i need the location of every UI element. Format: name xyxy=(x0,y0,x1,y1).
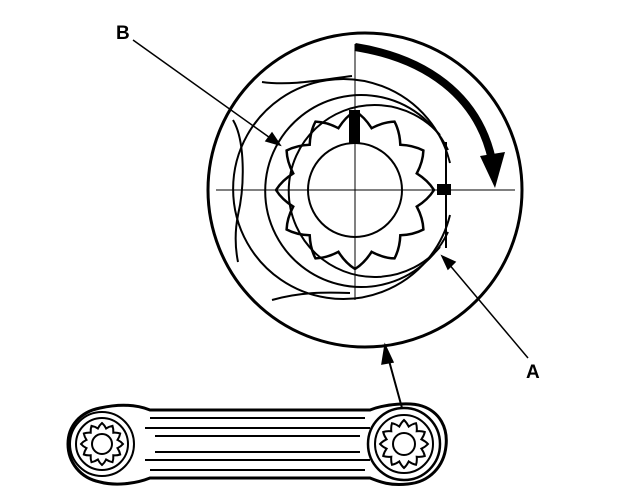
rod-right-bore xyxy=(392,432,416,456)
rotation-arrow-shaft xyxy=(354,43,496,161)
bore-outer-ring xyxy=(232,78,451,300)
rod-right-end-inner xyxy=(374,414,434,474)
bore-inner-ring xyxy=(287,104,441,278)
leader-arrowhead-b xyxy=(264,131,282,147)
rod-left-bore xyxy=(91,433,113,455)
detail-link-line xyxy=(387,356,403,409)
magnified-detail-view xyxy=(206,31,524,349)
rod-left-end-outer xyxy=(69,411,135,477)
detail-link-arrowhead xyxy=(381,342,395,365)
leader-arrowhead-a xyxy=(440,254,457,271)
connecting-rod xyxy=(66,402,448,486)
reference-mark-top xyxy=(349,110,360,144)
rod-right-splined-socket xyxy=(378,418,430,470)
leader-line-b xyxy=(132,39,274,141)
rotation-arrow-head xyxy=(480,152,505,188)
bore-middle-ring xyxy=(264,94,449,288)
rod-left-splined-socket xyxy=(79,421,125,467)
left-parting-line xyxy=(232,119,244,263)
rotation-arrow xyxy=(354,43,505,188)
upper-parting-line xyxy=(261,75,353,85)
lower-parting-line xyxy=(271,291,351,301)
callout-leaders xyxy=(132,39,529,409)
rod-right-end-outer xyxy=(366,406,442,482)
callout-label-b: B xyxy=(116,23,130,44)
callout-label-a: A xyxy=(526,362,540,383)
detail-outer-circle xyxy=(206,31,524,349)
rod-outline xyxy=(66,402,448,486)
reference-mark-right xyxy=(437,184,451,195)
leader-line-a xyxy=(447,262,529,359)
rod-left-end-inner xyxy=(75,417,129,471)
